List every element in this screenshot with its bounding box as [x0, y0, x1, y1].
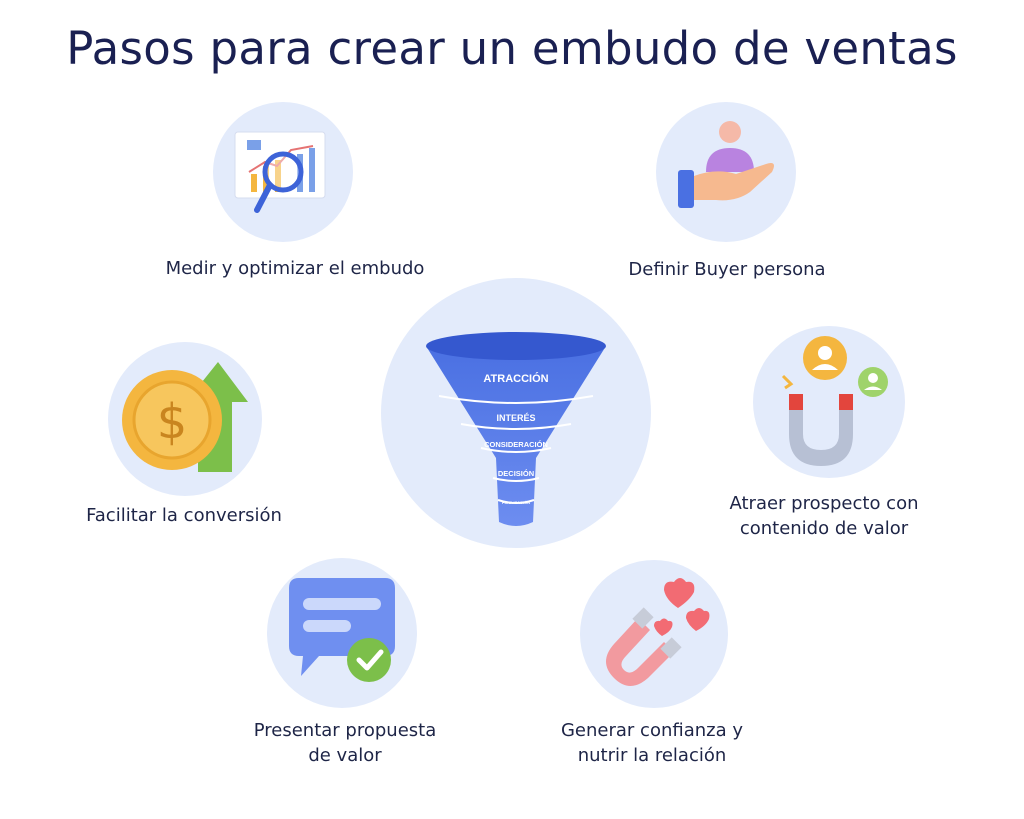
- step-label-attract: Atraer prospecto con contenido de valor: [674, 491, 974, 541]
- step-label-line: Atraer prospecto con: [729, 493, 919, 514]
- step-label-line: de valor: [308, 745, 382, 766]
- step-label-proposal: Presentar propuesta de valor: [195, 718, 495, 768]
- step-label-line: Medir y optimizar el embudo: [165, 258, 425, 279]
- funnel-icon: ATRACCIÓN INTERÉS CONSIDERACIÓN DECISIÓN…: [426, 332, 606, 526]
- funnel-stage-3: CONSIDERACIÓN: [484, 440, 548, 449]
- chat-check-icon: [289, 578, 395, 682]
- svg-text:$: $: [157, 394, 188, 450]
- funnel-circle: ATRACCIÓN INTERÉS CONSIDERACIÓN DECISIÓN…: [381, 278, 651, 548]
- magnet-users-icon: [781, 336, 888, 466]
- step-circle-persona: [656, 102, 796, 242]
- step-label-line: Presentar propuesta: [253, 720, 437, 741]
- step-label-persona: Definir Buyer persona: [577, 257, 877, 282]
- step-label-line: nutrir la relación: [577, 745, 727, 766]
- step-label-line: contenido de valor: [739, 518, 909, 539]
- funnel-stage-1: ATRACCIÓN: [483, 372, 548, 385]
- funnel-stage-2: INTERÉS: [496, 413, 535, 423]
- page-title: Pasos para crear un embudo de ventas: [66, 22, 958, 75]
- step-label-conversion: Facilitar la conversión: [34, 503, 334, 528]
- step-label-measure: Medir y optimizar el embudo: [145, 256, 445, 281]
- step-label-line: Generar confianza y: [560, 720, 743, 741]
- step-circle-measure: [213, 102, 353, 242]
- step-circle-trust: [580, 560, 728, 708]
- step-label-line: Definir Buyer persona: [628, 259, 826, 280]
- dollar-coin-arrow-icon: $: [122, 362, 248, 472]
- step-label-line: Facilitar la conversión: [86, 505, 282, 526]
- funnel-stage-5: FIDELIZACIÓN: [502, 500, 530, 505]
- hand-person-icon: [678, 121, 774, 208]
- magnet-hearts-icon: [606, 578, 710, 686]
- step-circle-proposal: [267, 558, 417, 708]
- funnel-stage-4: DECISIÓN: [498, 469, 534, 478]
- step-circle-conversion: $: [108, 342, 262, 496]
- analytics-magnifier-icon: [234, 131, 326, 213]
- step-label-trust: Generar confianza y nutrir la relación: [502, 718, 802, 768]
- step-circle-attract: [753, 326, 905, 478]
